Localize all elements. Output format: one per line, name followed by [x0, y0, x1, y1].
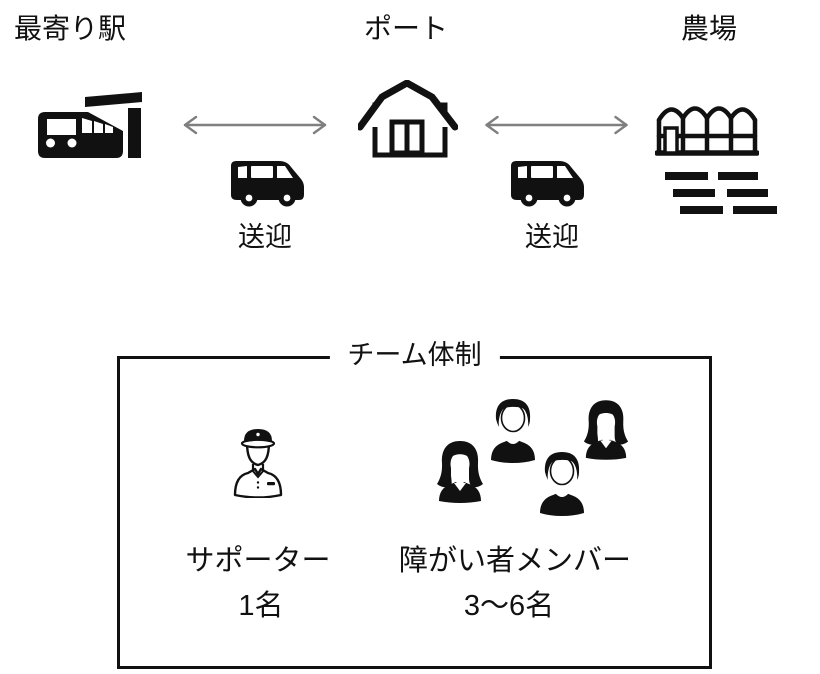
- station-label-farm: 農場: [680, 13, 738, 44]
- station-label-nearest-station: 最寄り駅: [14, 13, 127, 44]
- female-member-icon: [437, 441, 483, 503]
- field-rows-icon: [665, 172, 777, 214]
- role-count-supporter: 1名: [238, 590, 284, 622]
- female-member-icon: [583, 400, 629, 460]
- supporter-icon: [233, 429, 283, 498]
- train-station-icon: [38, 92, 142, 158]
- greenhouse-icon: [655, 106, 759, 156]
- shuttle-label: 送迎: [525, 222, 579, 252]
- shuttle-van-icon: [511, 161, 584, 207]
- port-house-icon: [358, 80, 458, 158]
- role-name-supporter: サポーター: [185, 545, 331, 577]
- role-count-members: 3〜6名: [463, 590, 555, 622]
- shuttle-van-icon: [231, 161, 304, 207]
- double-arrow-icon: [183, 115, 327, 135]
- role-name-members: 障がい者メンバー: [398, 545, 632, 577]
- double-arrow-icon: [485, 115, 628, 135]
- shuttle-label: 送迎: [238, 222, 292, 252]
- station-label-port: ポート: [363, 13, 449, 44]
- male-member-icon: [491, 399, 535, 463]
- male-member-icon: [540, 452, 584, 516]
- team-box-title: チーム体制: [329, 337, 500, 375]
